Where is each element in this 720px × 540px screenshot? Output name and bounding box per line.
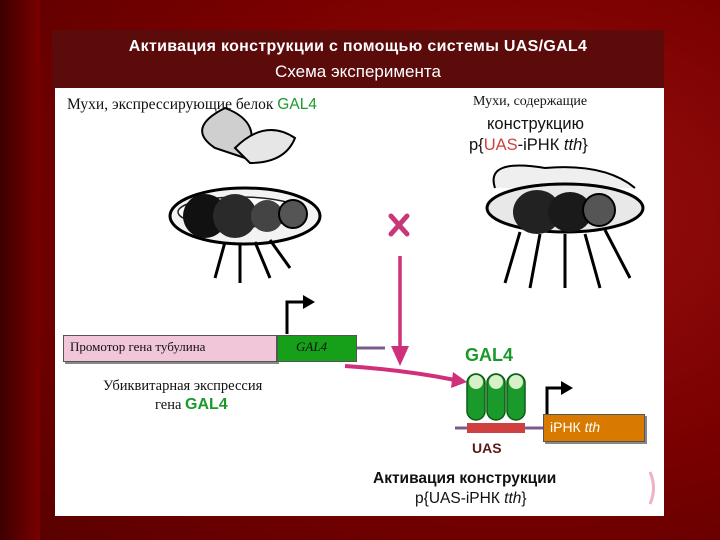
- ubiquitous-caption-line1: Убиквитарная экспрессия: [103, 378, 263, 394]
- gal4-protein-dimers: [466, 373, 526, 421]
- left-flies-label: Мухи, экспрессирующие белок GAL4: [67, 96, 317, 113]
- title-bar: Активация конструкции с помощью системы …: [52, 30, 664, 88]
- uas-label: UAS: [472, 440, 502, 456]
- activation-caption-line1: Активация конструкции: [373, 470, 557, 487]
- right-flies-construct: p{UAS-iРНК tth}: [469, 136, 588, 154]
- fly-left-illustration: [168, 106, 322, 283]
- gal4-gene-box: GAL4: [277, 335, 357, 362]
- ubiquitous-caption-line2: гена GAL4: [155, 396, 228, 413]
- expression-arrow: [344, 364, 467, 388]
- tubulin-promoter-label: Промотор гена тубулина: [70, 339, 206, 354]
- irna-tth-box: iРНК tth: [543, 414, 645, 442]
- slide-subtitle: Схема эксперимента: [275, 62, 441, 81]
- right-flies-label-line1: Мухи, содержащие: [473, 94, 588, 109]
- slide-title: Активация конструкции с помощью системы …: [128, 38, 588, 55]
- transcription-arrow-right: [545, 381, 573, 414]
- diagram-panel: Мухи, экспрессирующие белок GAL4 Мухи, с…: [55, 88, 664, 516]
- cross-arrow: [391, 256, 409, 366]
- gal4-gene-label: GAL4: [296, 339, 328, 354]
- fly-right-illustration: [485, 164, 645, 289]
- uas-element: [467, 423, 525, 433]
- gal4-protein-label: GAL4: [465, 345, 514, 365]
- background-left-edge: [0, 0, 40, 540]
- diagram-graphics: [63, 106, 655, 505]
- left-flies-gene: GAL4: [277, 96, 317, 113]
- transcription-arrow-left: [285, 295, 315, 334]
- cross-symbol: [388, 213, 410, 237]
- right-flies-label-line2: конструкцию: [487, 115, 585, 133]
- activation-caption-line2: p{UAS-iРНК tth}: [415, 490, 527, 507]
- tubulin-promoter-box: Промотор гена тубулина: [63, 335, 277, 362]
- irna-tth-label: iРНК tth: [550, 419, 601, 435]
